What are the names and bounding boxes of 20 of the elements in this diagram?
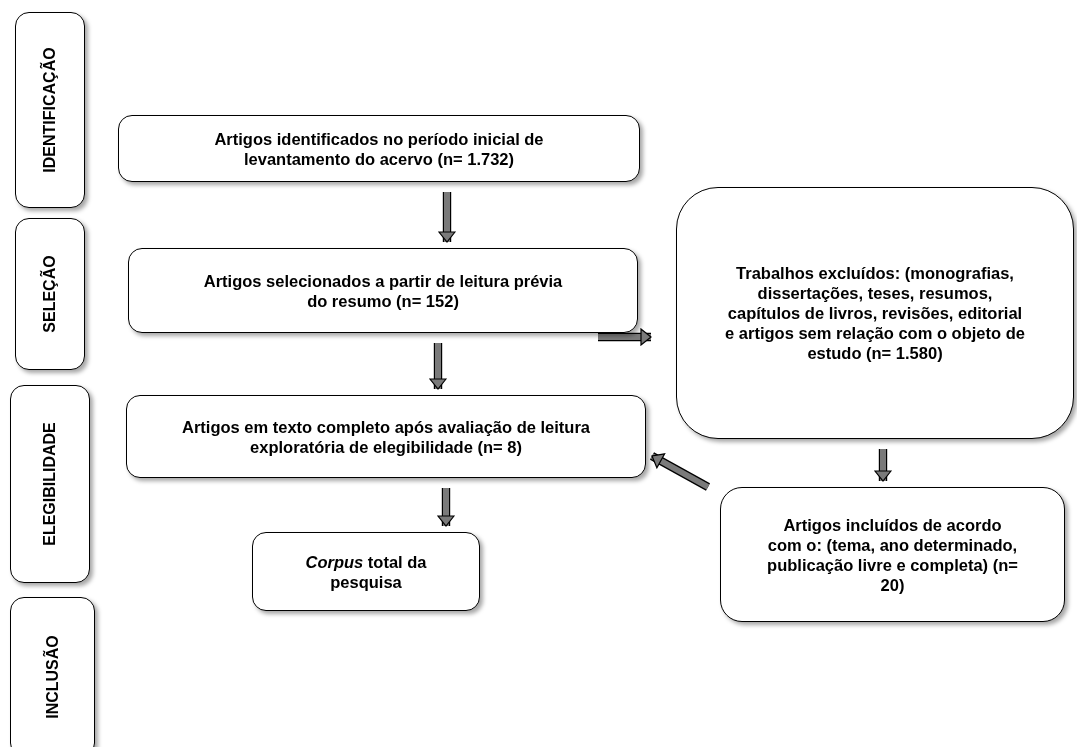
- stage-label: IDENTIFICAÇÃO: [40, 47, 59, 173]
- box-text: Corpus total da pesquisa: [304, 551, 428, 592]
- process-box: [676, 187, 1074, 439]
- process-box: [720, 487, 1065, 622]
- stage-label: SELEÇÃO: [40, 255, 59, 333]
- stage-label-box: [15, 12, 85, 208]
- process-box: [126, 395, 646, 478]
- box-text: Artigos selecionados a partir de leitura prévia do resumo (n= 152): [203, 270, 563, 311]
- box-text: Artigos incluídos de acordo com o: (tema, ano determinado, publicação livre e completa) (n= 20): [766, 514, 1019, 595]
- stage-label: INCLUSÃO: [42, 635, 62, 719]
- stage-label-box: [15, 218, 85, 370]
- box-text: Artigos em texto completo após avaliação de leitura exploratória de elegibilidade (n= 8): [180, 416, 591, 457]
- stage-label-box: [10, 385, 90, 583]
- stage-label-box: [10, 597, 95, 747]
- process-box: [118, 115, 640, 182]
- box-text: Trabalhos excluídos: (monografias, dissertações, teses, resumos, capítulos de livros, revisões, editorial e artigos sem relação com o objeto de estudo (n= 1.580): [724, 263, 1026, 363]
- process-box: [252, 532, 480, 611]
- box-text: Artigos identificados no período inicial de levantamento do acervo (n= 1.732): [213, 128, 545, 169]
- process-box: [128, 248, 638, 333]
- stage-label: ELEGIBILIDADE: [40, 422, 59, 546]
